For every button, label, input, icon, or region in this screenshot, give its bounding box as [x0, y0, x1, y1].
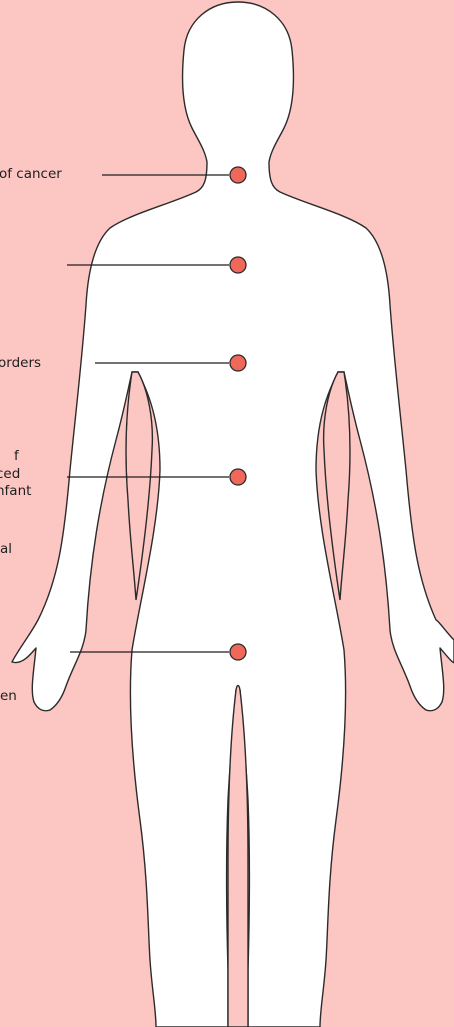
label-hand: en: [0, 688, 17, 704]
marker-waist[interactable]: [230, 469, 246, 485]
leg-gap-outline: [228, 686, 248, 1027]
marker-chest[interactable]: [230, 257, 246, 273]
label-waist-line-2: ced: [0, 466, 31, 482]
label-waist-extra: al: [0, 541, 12, 557]
marker-neck[interactable]: [230, 167, 246, 183]
label-waist-extra-line-1: al: [0, 541, 12, 557]
label-abdomen-line-1: orders: [0, 355, 41, 371]
label-neck: of cancer: [0, 166, 62, 182]
label-waist-line-3: nfant: [0, 483, 31, 499]
label-waist-line-1: f: [0, 448, 31, 464]
marker-pelvis[interactable]: [230, 644, 246, 660]
label-abdomen: orders: [0, 355, 41, 371]
label-waist: f ced nfant: [0, 448, 31, 499]
label-neck-line-1: of cancer: [0, 166, 62, 182]
label-hand-line-1: en: [0, 688, 17, 704]
marker-abdomen[interactable]: [230, 355, 246, 371]
